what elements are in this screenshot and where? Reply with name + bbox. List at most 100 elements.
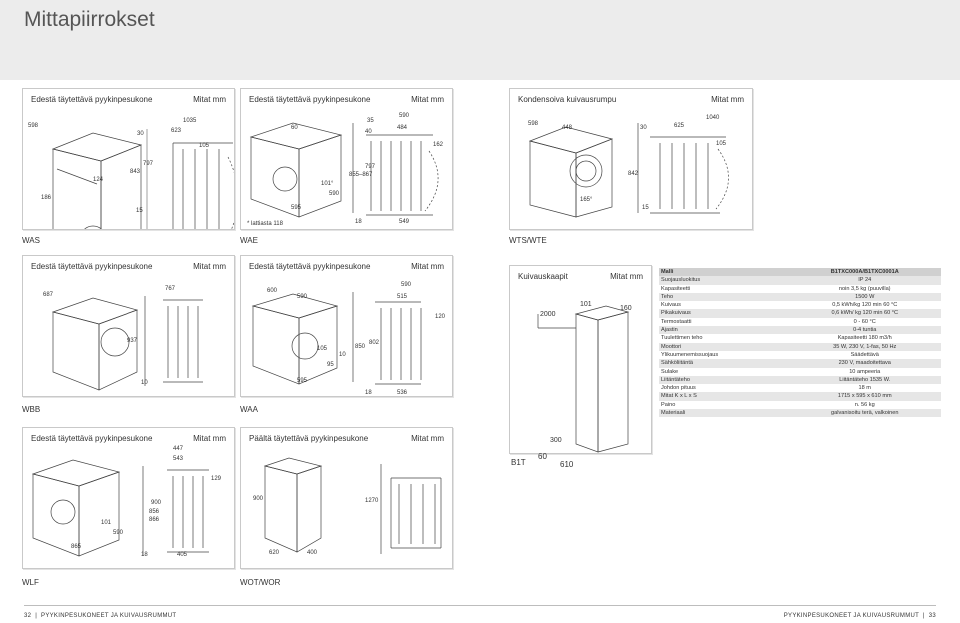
spec-value: 1715 x 595 x 610 mm [788, 392, 941, 401]
spec-value: Säädettävä [850, 351, 879, 358]
footer-right-page: 33 [928, 613, 936, 619]
wbb-drawing: 687 767 937 10 [43, 286, 203, 391]
panel-waa: Edestä täytettävä pyykinpesukone Mitat m… [240, 255, 453, 397]
wts-dim-1040: 1040 [706, 115, 720, 121]
waa-dim-802: 802 [369, 340, 380, 346]
wts-dim-165: 165° [580, 197, 593, 203]
spec-header-value: B1TXC000A/B1TXC0001A [788, 268, 941, 277]
footer-divider [24, 605, 936, 606]
unit-label: Mitat mm [411, 434, 444, 443]
caption-wlf: WLF [22, 578, 39, 587]
panel-wae: Edestä täytettävä pyykinpesukone Mitat m… [240, 88, 453, 230]
wae-dim-484: 484 [397, 125, 408, 131]
wbb-dim-937: 937 [127, 338, 138, 344]
spec-value: 1500 W [788, 292, 941, 302]
wot-dim-400: 400 [307, 550, 318, 556]
footer-right: PYYKINPESUKONEET JA KUIVAUSRUMMUT | 33 [783, 613, 936, 619]
spec-value: noin 3,5 kg (puuvilla) [838, 285, 891, 292]
b1t-dim-60: 60 [538, 452, 547, 461]
spec-value: 18 m [858, 385, 871, 392]
waa-dim-536: 536 [397, 390, 408, 396]
spec-value: 0 - 60 °C [853, 318, 876, 325]
wlf-dim-900: 900 [151, 500, 162, 506]
panel-b1t: Kuivauskaapit Mitat mm 2000 101 160 300 [509, 265, 652, 454]
wae-dim-595: 595 [291, 205, 302, 211]
b1t-dim-101: 101 [580, 301, 592, 308]
spec-value: 35 W, 230 V, 1-fas, 50 Hz [788, 342, 941, 351]
wae-dim-549: 549 [399, 219, 410, 225]
wae-note: * lattiasta 118 [247, 221, 284, 227]
caption-was: WAS [22, 236, 40, 245]
wts-dim-598: 598 [528, 121, 539, 127]
spec-value: IP 24 [788, 276, 941, 285]
wlf-dim-447: 447 [173, 446, 184, 452]
wts-dim-15: 15 [642, 205, 649, 211]
wae-dim-60: 60 [291, 125, 298, 131]
spec-label: Kapasiteetti [661, 285, 691, 292]
spec-label: Paino [661, 401, 676, 408]
spec-label: Moottori [659, 342, 789, 351]
wot-dim-620: 620 [269, 550, 280, 556]
spec-value: 0,5 kWh/kg 120 min 60 °C [832, 302, 898, 309]
waa-drawing: 600 590 590 515 120 850 802 105 10 95 59… [251, 282, 446, 396]
b1t-dim-2000: 2000 [540, 311, 556, 318]
was-dim-623: 623 [171, 128, 182, 134]
was-dim-843: 843 [130, 169, 141, 175]
spec-row: Kapasiteetti noin 3,5 kg (puuvilla) [659, 285, 941, 293]
wts-drawing: 598 448 30 625 1040 105 842 165° 15 [528, 115, 729, 218]
waa-dim-595: 595 [297, 378, 308, 384]
was-dim-105: 105 [199, 143, 210, 149]
panel-header: Edestä täytettävä pyykinpesukone [31, 262, 153, 271]
spec-label: Johdon pituus [661, 385, 696, 392]
wbb-dim-687: 687 [43, 292, 54, 298]
spec-value: Liitäntäteho 1535 W. [788, 375, 941, 385]
waa-dim-10: 10 [339, 352, 346, 358]
waa-dim-18: 18 [365, 390, 372, 396]
wts-dim-105: 105 [716, 141, 727, 147]
spec-value: 10 ampeeria [849, 368, 881, 375]
b1t-dim-300: 300 [550, 437, 562, 444]
was-dim-186: 186 [41, 195, 52, 201]
wlf-dim-101: 101 [101, 520, 112, 526]
unit-label: Mitat mm [193, 95, 226, 104]
wae-dim-18: 18 [355, 219, 362, 225]
waa-dim-105: 105 [317, 346, 328, 352]
spec-value: 0-4 tuntia [788, 326, 941, 335]
spec-label: Mitat K x L x S [659, 392, 789, 401]
caption-wae: WAE [240, 236, 258, 245]
panel-header: Edestä täytettävä pyykinpesukone [249, 95, 371, 104]
waa-dim-120: 120 [435, 314, 446, 320]
was-dim-15: 15 [136, 208, 143, 214]
waa-dim-850: 850 [355, 344, 366, 350]
panel-header: Kuivauskaapit [518, 272, 568, 281]
spec-label: Ajastin [659, 326, 789, 335]
panel-wts: Kondensoiva kuivausrumpu Mitat mm 598 44… [509, 88, 753, 230]
wts-dim-842: 842 [628, 171, 639, 177]
wlf-drawing: 447 543 129 900 856 866 101 590 865 18 4… [31, 446, 222, 558]
panel-header: Edestä täytettävä pyykinpesukone [31, 434, 153, 443]
panel-wbb: Edestä täytettävä pyykinpesukone Mitat m… [22, 255, 235, 397]
was-drawing: 598 1035 30 623 105 843 797 124 186 15 [28, 118, 234, 229]
caption-b1t: B1T [511, 458, 526, 467]
panel-header: Päältä täytettävä pyykinpesukone [249, 434, 369, 443]
wts-dim-448: 448 [562, 125, 573, 131]
panel-was: Edestä täytettävä pyykinpesukone Mitat m… [22, 88, 235, 230]
wlf-dim-543: 543 [173, 456, 184, 462]
title-band [0, 0, 960, 80]
panel-header: Edestä täytettävä pyykinpesukone [31, 95, 153, 104]
wlf-dim-865: 865 [71, 544, 82, 550]
wlf-dim-590: 590 [113, 530, 124, 536]
unit-label: Mitat mm [610, 272, 643, 281]
waa-dim-600: 600 [267, 288, 278, 294]
waa-dim-590: 590 [297, 294, 308, 300]
